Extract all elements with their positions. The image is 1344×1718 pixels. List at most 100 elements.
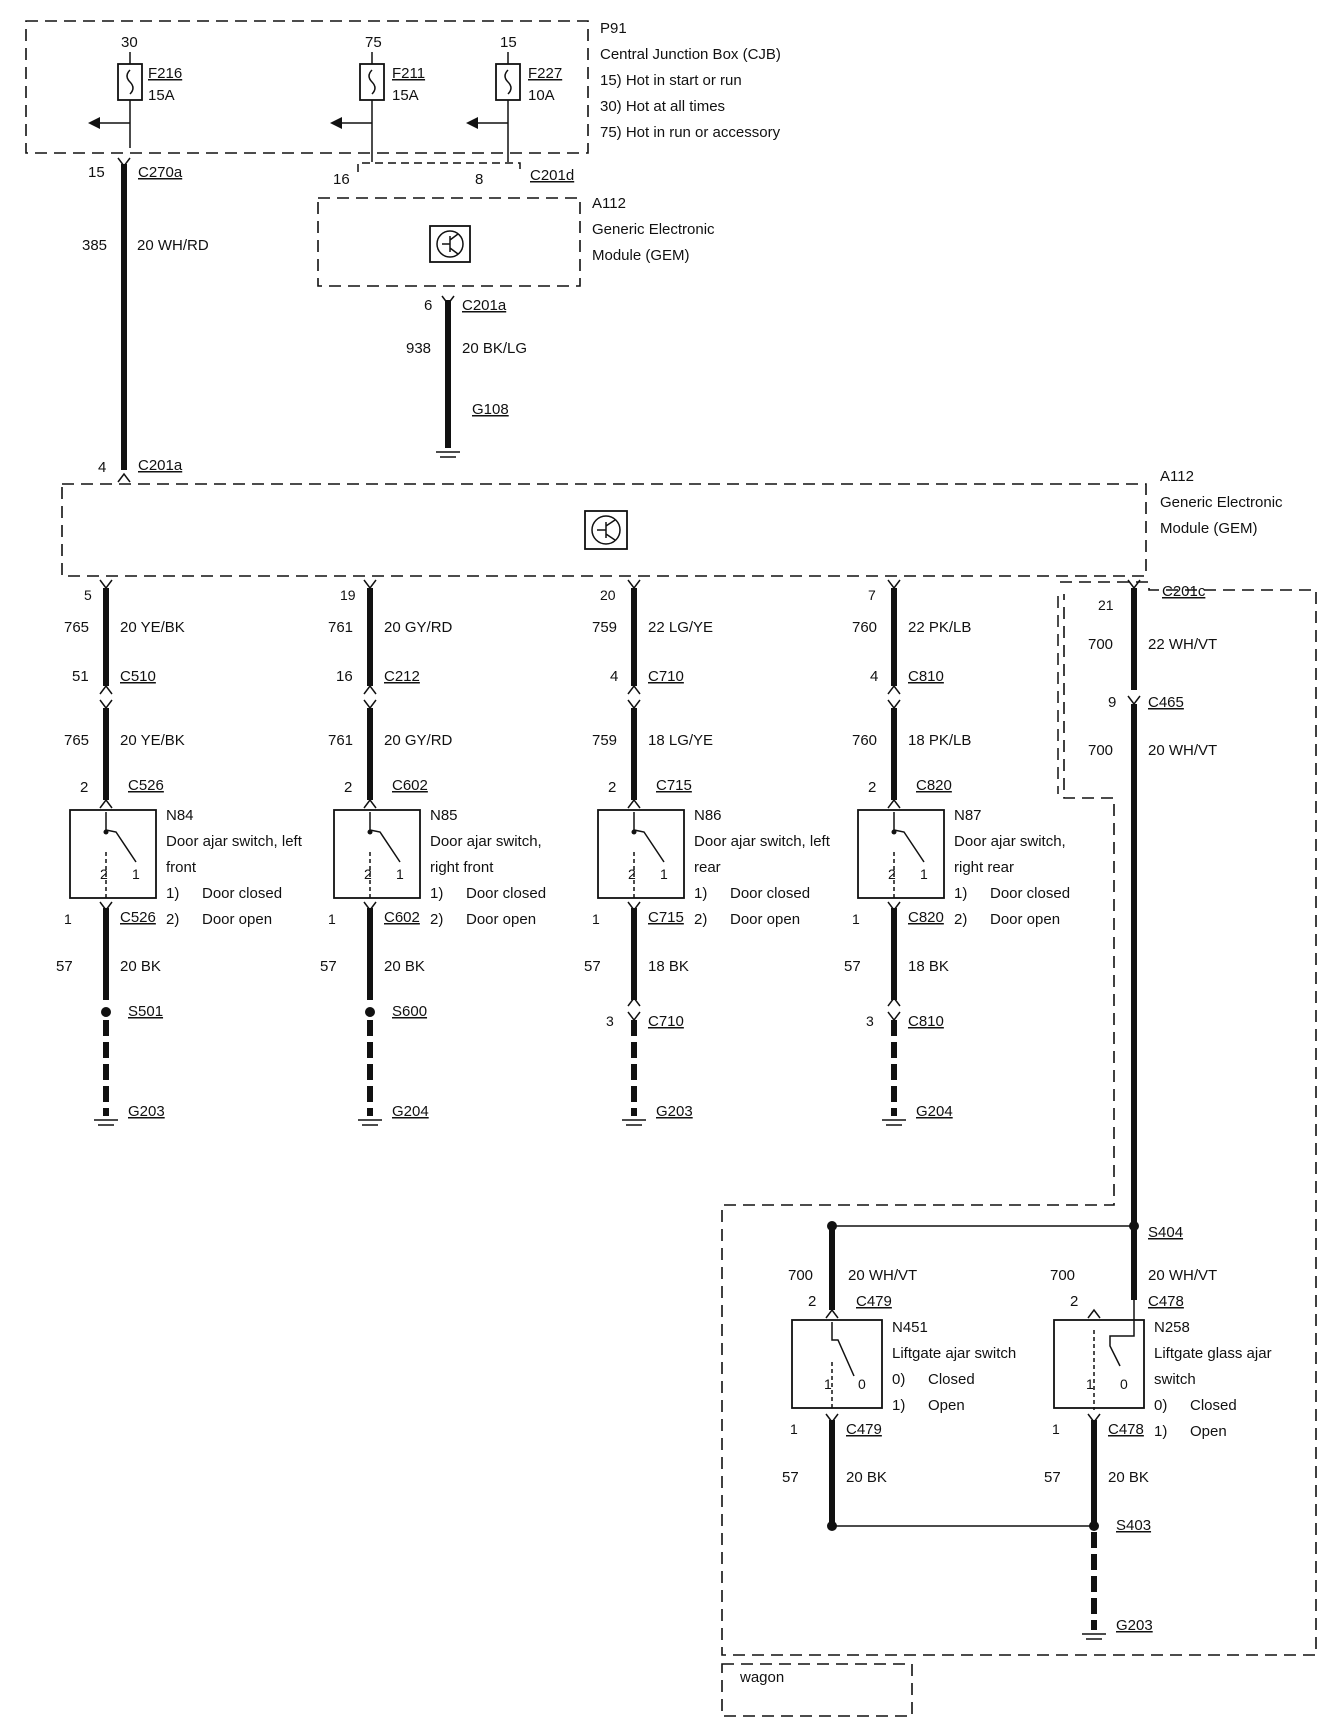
pos-1: 1	[920, 866, 928, 882]
fuse-id: F216	[148, 65, 182, 82]
state-1: 1)	[430, 885, 443, 902]
state-1: 1)	[166, 885, 179, 902]
ground-circuit: 57	[844, 958, 861, 975]
feed-wire-385: 385 20 WH/RD 4 C201a	[82, 157, 209, 483]
out-pin: 1	[64, 911, 72, 927]
gem-upper-wire: 20 BK/LG	[462, 340, 527, 357]
door-switch-icon	[597, 809, 685, 899]
state-2: 2)	[430, 911, 443, 928]
switch-pin: 2	[808, 1293, 816, 1310]
out-conn: C478	[1108, 1421, 1144, 1438]
out-conn: C820	[908, 909, 944, 926]
door-switch-icon	[333, 809, 421, 899]
switch-conn: C820	[916, 777, 952, 794]
liftgate-switch-icon	[1053, 1319, 1145, 1409]
gem-upper: A112 Generic Electronic Module (GEM) 6 C…	[317, 195, 715, 458]
gem-upper-pin: 6	[424, 297, 432, 314]
cjb-outline	[25, 20, 589, 154]
inline-pin: 4	[870, 668, 878, 685]
cjb-out-pin: 15	[88, 164, 105, 181]
door-switch-icon	[69, 809, 157, 899]
state-1-text: Door closed	[990, 885, 1070, 902]
circuit-1: 765	[64, 619, 89, 636]
inline-conn: C510	[120, 668, 156, 685]
state-1: 1)	[694, 885, 707, 902]
junction-conn: S501	[128, 1003, 163, 1020]
state-1-text: Door closed	[730, 885, 810, 902]
state-1: 1)	[1154, 1423, 1167, 1440]
pos-1: 1	[1086, 1376, 1094, 1392]
state-1-text: Door closed	[466, 885, 546, 902]
gem-upper-name1: Generic Electronic	[592, 221, 715, 238]
lift-conn: C201c	[1162, 583, 1206, 600]
cjb-legend-75: 75) Hot in run or accessory	[600, 124, 781, 141]
state-1: 1)	[892, 1397, 905, 1414]
transistor-circle-icon	[436, 230, 464, 258]
pos-1: 1	[824, 1376, 832, 1392]
gem-main-name2: Module (GEM)	[1160, 520, 1258, 537]
wire-2: 18 PK/LB	[908, 732, 971, 749]
inline-pin: 4	[610, 668, 618, 685]
option-wagon: wagon	[739, 1669, 784, 1686]
fuse-f211: 75 F211 15A	[330, 34, 425, 162]
ground-circuit: 57	[56, 958, 73, 975]
gem-pin: 19	[340, 587, 356, 603]
switch-pin: 2	[608, 779, 616, 796]
liftgate-glass-switch-n258: 700 20 WH/VT 2 C478 1 0 N258 Liftgate gl…	[1044, 1226, 1272, 1640]
splice-s403: S403	[1116, 1517, 1151, 1534]
out-pin: 1	[592, 911, 600, 927]
switch-conn: C602	[392, 777, 428, 794]
inline-conn: C810	[908, 668, 944, 685]
gem-main-name1: Generic Electronic	[1160, 494, 1283, 511]
switch-name2: front	[166, 859, 197, 876]
state-0-text: Closed	[928, 1371, 975, 1388]
ground-circuit: 57	[1044, 1469, 1061, 1486]
state-2-text: Door open	[990, 911, 1060, 928]
gem-upper-outline	[317, 197, 581, 287]
state-1-text: Door closed	[202, 885, 282, 902]
circuit-1: 759	[592, 619, 617, 636]
state-0: 0)	[892, 1371, 905, 1388]
arrow-left-icon	[466, 117, 478, 129]
state-0-text: Closed	[1190, 1397, 1237, 1414]
ground: G204	[392, 1103, 429, 1120]
switch-pin: 2	[344, 779, 352, 796]
branch-n87: 7 760 22 PK/LB 4 C810 760 18 PK/LB 2 C82…	[844, 579, 1070, 1126]
branch-n86: 20 759 22 LG/YE 4 C710 759 18 LG/YE 2 C7…	[584, 579, 831, 1126]
gem-upper-name2: Module (GEM)	[592, 247, 690, 264]
gem-main-outline	[61, 483, 1147, 577]
state-0: 0)	[1154, 1397, 1167, 1414]
inline-conn: C212	[384, 668, 420, 685]
ground-circuit: 57	[320, 958, 337, 975]
state-1: 1)	[954, 885, 967, 902]
lift-inline-conn: C465	[1148, 694, 1184, 711]
lift-wire-1: 22 WH/VT	[1148, 636, 1217, 653]
fuse-element-icon	[368, 69, 376, 95]
splice-dot	[101, 1007, 111, 1017]
pos-2: 2	[364, 866, 372, 882]
branch-n85: 19 761 20 GY/RD 16 C212 761 20 GY/RD 2 C…	[320, 579, 546, 1126]
c201d-conn: C201d	[530, 167, 574, 184]
feed-conn: C201a	[138, 457, 183, 474]
switch-conn: C478	[1148, 1293, 1184, 1310]
fuse-rating: 15A	[392, 87, 419, 104]
feed-circuit: 385	[82, 237, 107, 254]
circuit: 700	[788, 1267, 813, 1284]
switch-conn: C479	[856, 1293, 892, 1310]
switch-id: N86	[694, 807, 722, 824]
feed-pin: 4	[98, 459, 106, 476]
c201d-pin-b: 8	[475, 171, 483, 188]
state-2: 2)	[694, 911, 707, 928]
liftgate-switch-icon	[791, 1319, 883, 1409]
feed-wire: 20 WH/RD	[137, 237, 209, 254]
junction-conn: C710	[648, 1013, 684, 1030]
inline-conn: C710	[648, 668, 684, 685]
switch-pin: 2	[1070, 1293, 1078, 1310]
out-conn: C602	[384, 909, 420, 926]
switch-id: N84	[166, 807, 194, 824]
wire-2: 20 YE/BK	[120, 732, 185, 749]
wire-1: 20 GY/RD	[384, 619, 453, 636]
cjb-name: Central Junction Box (CJB)	[600, 46, 781, 63]
fuse-f216: 30 F216 15A	[88, 34, 182, 148]
ground-g203: G203	[1116, 1617, 1153, 1634]
